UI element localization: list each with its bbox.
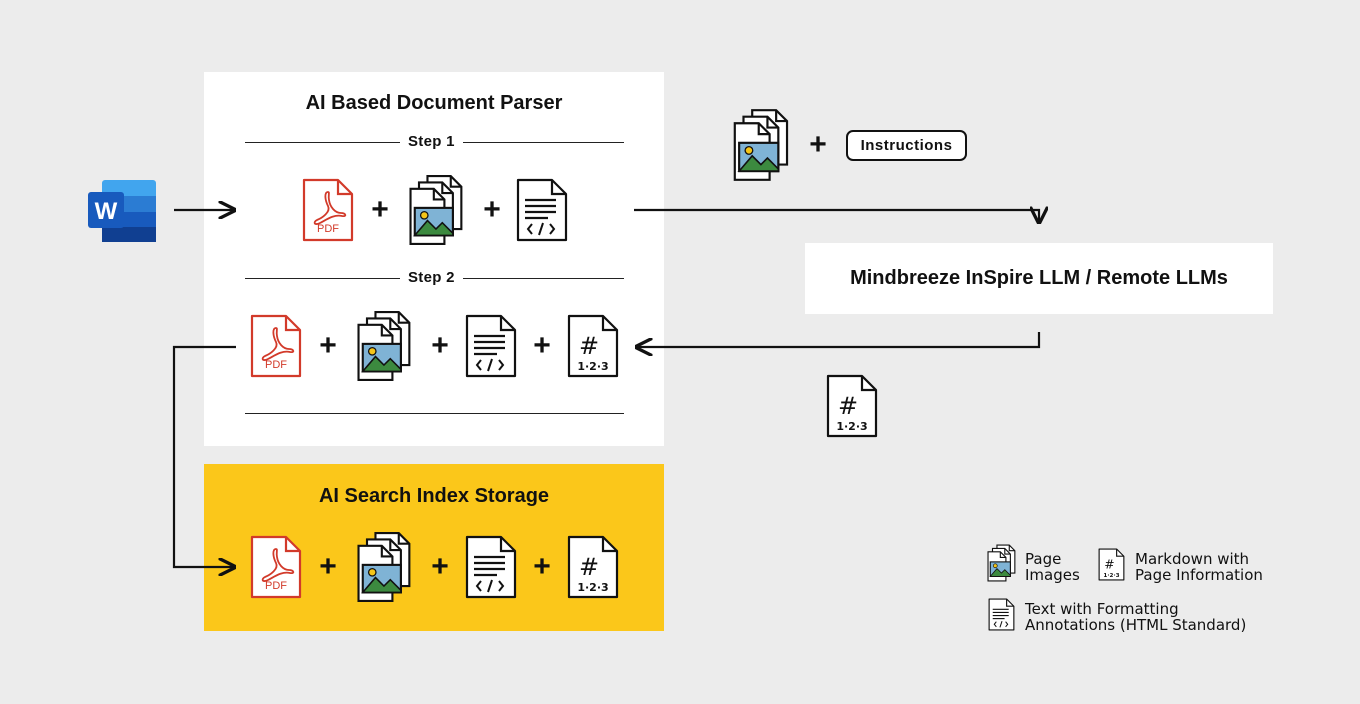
llm-to-step2-arrow [637, 332, 1041, 347]
plus-icon: + [371, 193, 389, 226]
plus-icon: + [431, 329, 449, 362]
step2-label: Step 2 [400, 269, 463, 286]
parser-title: AI Based Document Parser [305, 92, 563, 114]
page-images-icon [357, 311, 411, 381]
svg-text:#: # [579, 553, 599, 581]
plus-icon: + [431, 550, 449, 583]
page-images-icon [733, 109, 789, 181]
html-text-icon [465, 314, 517, 378]
pdf-icon-label: PDF [265, 359, 287, 371]
llm-title: Mindbreeze InSpire LLM / Remote LLMs [850, 267, 1228, 289]
svg-text:1·2·3: 1·2·3 [577, 581, 608, 594]
plus-icon: + [483, 193, 501, 226]
svg-text:1·2·3: 1·2·3 [577, 360, 608, 373]
svg-text:1·2·3: 1·2·3 [1103, 573, 1119, 579]
plus-icon: + [533, 329, 551, 362]
instructions-badge: Instructions [846, 130, 967, 161]
pdf-icon-label: PDF [317, 223, 339, 235]
pdf-icon: PDF [250, 535, 302, 599]
html-text-icon [516, 178, 568, 242]
legend-page-images-icon [987, 544, 1016, 582]
bottom-divider [245, 413, 624, 414]
storage-title: AI Search Index Storage [318, 485, 550, 507]
pdf-icon: PDF [302, 178, 354, 242]
page-images-icon [357, 532, 411, 602]
step1-label: Step 1 [400, 133, 463, 150]
svg-text:#: # [1104, 558, 1114, 572]
plus-icon: + [319, 329, 337, 362]
word-icon-letter: W [95, 198, 118, 225]
markdown-icon: # 1·2·3 [567, 314, 619, 378]
step1-to-llm-arrow [634, 210, 1039, 222]
html-text-icon [465, 535, 517, 599]
word-icon: W [88, 180, 156, 242]
page-images-icon [409, 175, 463, 245]
legend-markdown-icon: # 1·2·3 [1098, 548, 1125, 581]
llm-panel [805, 243, 1273, 314]
markdown-icon: # 1·2·3 [567, 535, 619, 599]
pdf-icon-label: PDF [265, 580, 287, 592]
svg-text:#: # [579, 332, 599, 360]
legend-html-text-icon [988, 598, 1015, 631]
svg-text:#: # [838, 392, 858, 420]
markdown-icon: # 1·2·3 [826, 374, 878, 438]
plus-icon: + [809, 128, 827, 161]
plus-icon: + [319, 550, 337, 583]
step2-to-storage-arrow [172, 345, 236, 567]
plus-icon: + [533, 550, 551, 583]
svg-text:1·2·3: 1·2·3 [836, 420, 867, 433]
pdf-icon: PDF [250, 314, 302, 378]
